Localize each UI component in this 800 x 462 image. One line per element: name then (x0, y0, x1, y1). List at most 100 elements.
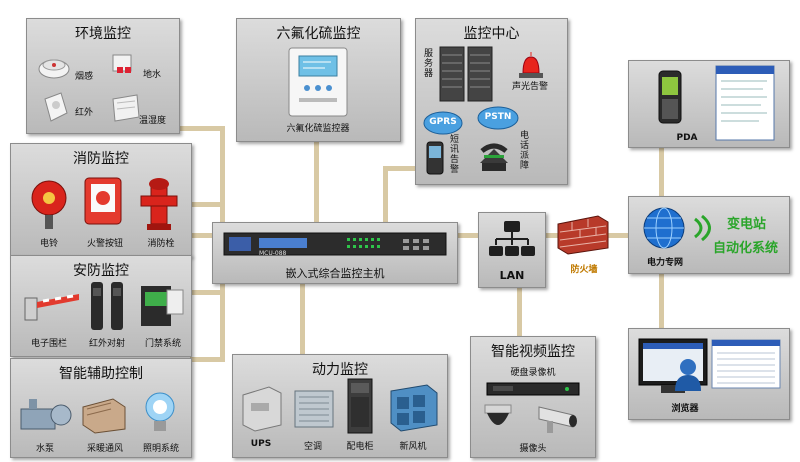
fire-item-1: 火警按钮 (86, 239, 124, 249)
server-rack-icon (439, 46, 493, 102)
power-item-2: 配电柜 (346, 442, 374, 452)
power-panel: 动力监控 UPS 空调 配电柜 新风机 (232, 354, 448, 458)
pstn-cloud-icon (477, 106, 519, 130)
security-title: 安防监控 (73, 263, 129, 279)
water-sensor-icon (112, 54, 132, 73)
fire-title: 消防监控 (73, 151, 129, 167)
user-avatar-icon (675, 359, 701, 391)
access-control-icon (141, 286, 184, 326)
video-panel: 智能视频监控 硬盘录像机 摄像头 (470, 336, 596, 458)
camera-label: 摄像头 (519, 444, 547, 454)
pstn-label: PSTN (484, 112, 512, 122)
sf6-title: 六氟化硫监控 (276, 26, 361, 42)
bullet-camera-icon (538, 406, 577, 433)
security-item-1: 红外对射 (88, 339, 126, 349)
aux-title: 智能辅助控制 (59, 366, 143, 382)
wire-power (300, 282, 305, 354)
monitor-icon (638, 338, 708, 393)
firewall-label: 防火墙 (570, 265, 598, 275)
host-device-icon (223, 232, 447, 256)
globe-network-icon (643, 207, 685, 249)
fire-bell-icon (31, 180, 67, 229)
env-item-0: 烟感 (75, 72, 94, 82)
pda-label: PDA (676, 133, 698, 143)
gprs-label: GPRS (429, 117, 457, 127)
pda-screen-icon (715, 65, 775, 141)
power-item-0: UPS (250, 439, 272, 449)
pda-device-icon (658, 70, 682, 124)
server-label: 服务器 (424, 49, 434, 79)
wire-fire (190, 202, 222, 207)
smoke-detector-icon (38, 59, 70, 79)
aux-item-2: 照明系统 (142, 444, 180, 454)
env-item-2: 红外 (75, 108, 94, 118)
system-line1: 变电站 (727, 217, 767, 232)
grid-label: 电力专网 (646, 258, 684, 268)
wire-pda (659, 146, 664, 198)
env-item-1: 地水 (143, 70, 162, 80)
lan-panel: LAN (478, 212, 546, 288)
web-page-icon (711, 339, 781, 389)
temperature-humidity-icon (112, 94, 140, 122)
electric-fence-icon (24, 294, 79, 321)
sf6-monitor-icon (288, 47, 348, 117)
telephone-icon (480, 143, 508, 171)
env-panel: 环境监控 烟感 地水 红外 温湿度 (26, 18, 180, 134)
hard-disk-recorder-icon (486, 382, 580, 396)
center-panel: 监控中心 服务器 声光告警 GPRS PSTN 短讯告警 电话派障 (415, 18, 568, 185)
host-panel: MCU-088 嵌入式综合监控主机 (212, 222, 458, 284)
dome-camera-icon (484, 404, 512, 425)
security-panel: 安防监控 电子围栏 红外对射 门禁系统 (10, 255, 192, 357)
env-title: 环境监控 (75, 26, 131, 42)
phone-dispatch-label: 电话派障 (520, 131, 530, 171)
fire-item-2: 消防栓 (147, 239, 175, 249)
aux-item-1: 采暖通风 (86, 444, 124, 454)
lan-hub-icon (489, 221, 535, 256)
lan-label: LAN (499, 269, 525, 282)
power-item-1: 空调 (303, 442, 323, 452)
wire-sf6 (314, 140, 319, 222)
wire-center (383, 166, 417, 171)
aux-panel: 智能辅助控制 水泵 采暖通风 照明系统 (10, 358, 192, 458)
gprs-cloud-icon (423, 111, 463, 135)
fire-hydrant-icon (140, 178, 178, 230)
pda-panel: PDA (628, 60, 790, 148)
sf6-device-label: 六氟化硫监控器 (286, 124, 350, 134)
sms-alarm-label: 短讯告警 (450, 135, 460, 175)
wire-center-vertical (383, 170, 388, 222)
security-item-0: 电子围栏 (30, 339, 68, 349)
wire-aux (190, 357, 222, 362)
lighting-bulb-icon (145, 392, 175, 431)
mobile-phone-icon (426, 141, 444, 175)
power-item-3: 新风机 (399, 442, 427, 452)
env-item-3: 温湿度 (139, 116, 167, 126)
infrared-beam-icon (91, 282, 123, 330)
wire-security (190, 290, 222, 295)
host-brand: MCU-088 (259, 250, 287, 257)
browser-panel: 浏览器 (628, 328, 790, 420)
power-title: 动力监控 (312, 362, 368, 378)
system-line2: 自动化系统 (713, 241, 779, 256)
security-item-2: 门禁系统 (144, 339, 182, 349)
video-title: 智能视频监控 (491, 344, 575, 360)
grid-panel: 电力专网 变电站 自动化系统 (628, 196, 790, 274)
center-title: 监控中心 (463, 26, 520, 42)
sf6-panel: 六氟化硫监控 六氟化硫监控器 (236, 18, 401, 142)
alarm-light-icon (519, 52, 543, 78)
fire-item-0: 电铃 (39, 239, 59, 249)
wire-video (517, 282, 522, 336)
host-label: 嵌入式综合监控主机 (285, 267, 385, 280)
alarm-label: 声光告警 (512, 82, 549, 92)
recorder-label: 硬盘录像机 (510, 368, 556, 378)
wire-browser (659, 270, 664, 328)
infrared-sensor-icon (44, 92, 68, 122)
hvac-unit-icon (82, 398, 126, 434)
wireless-signal-icon (694, 214, 711, 242)
distribution-cabinet-icon (347, 378, 373, 434)
firewall-icon (557, 215, 609, 255)
air-conditioner-icon (294, 390, 334, 428)
browser-label: 浏览器 (671, 404, 699, 414)
wire-env (178, 126, 222, 131)
fire-panel: 消防监控 电铃 火警按钮 消防栓 (10, 143, 192, 257)
aux-item-0: 水泵 (35, 444, 55, 454)
